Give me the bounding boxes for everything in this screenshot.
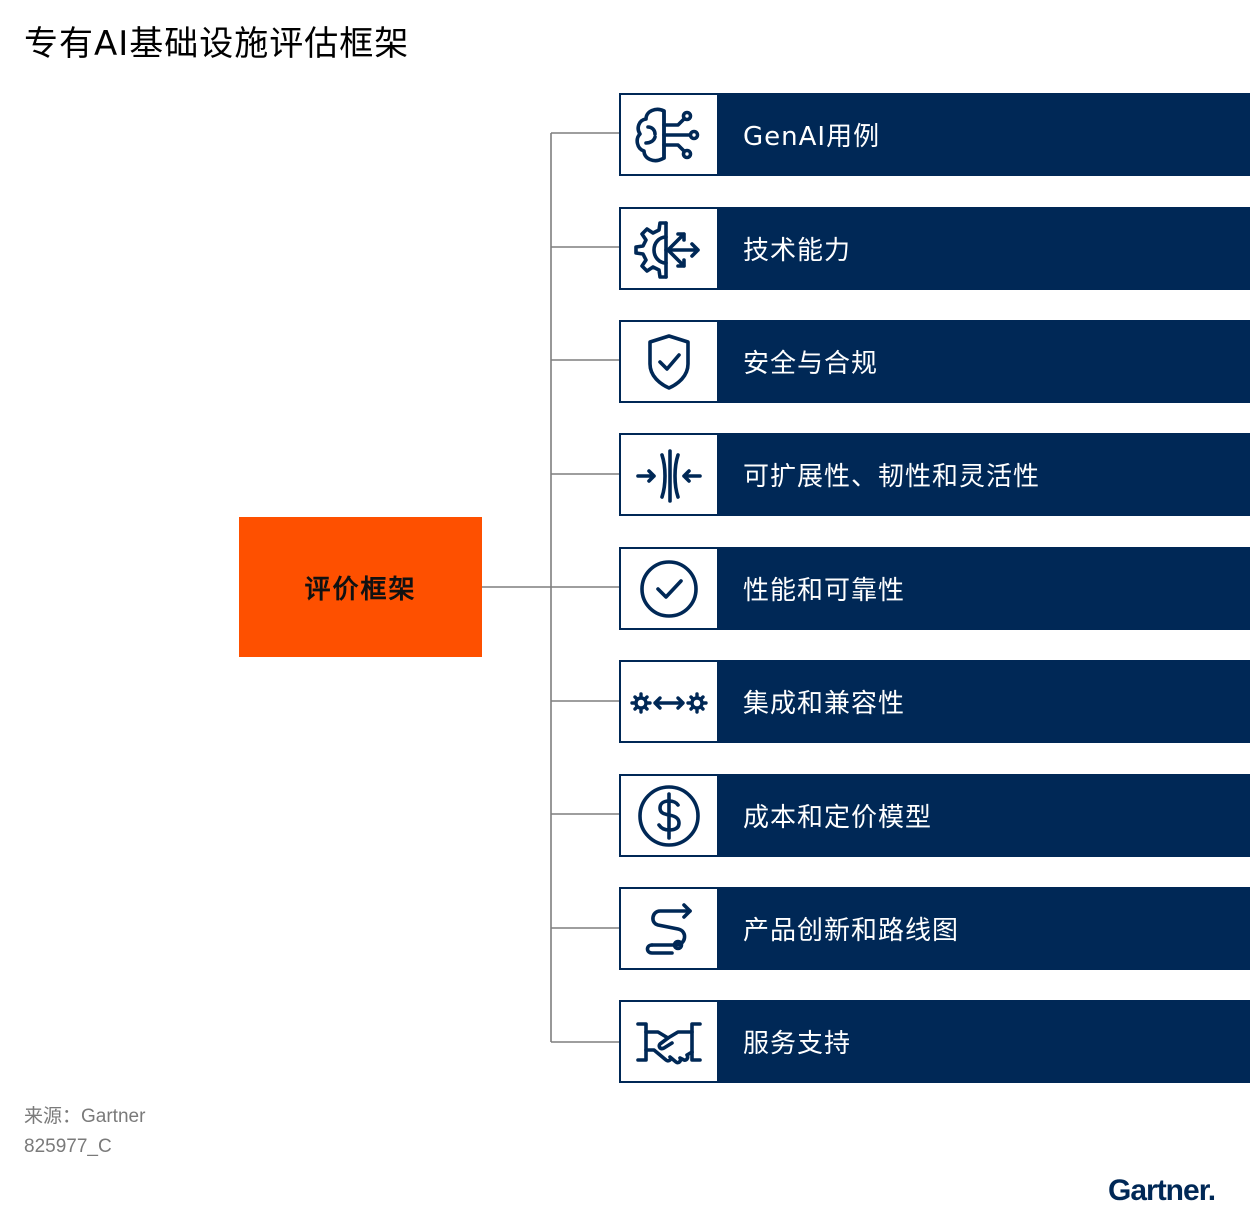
circle-check-icon [619,547,719,630]
item-label: 产品创新和路线图 [719,887,1250,970]
framework-item-security: 安全与合规 [619,320,1250,403]
framework-item-integration: 集成和兼容性 [619,660,1250,743]
gear-arrows-icon [619,207,719,290]
framework-item-genai: GenAI用例 [619,93,1250,176]
framework-item-cost: 成本和定价模型 [619,774,1250,857]
gears-exchange-icon [619,660,719,743]
item-label: 安全与合规 [719,320,1250,403]
framework-item-innovation: 产品创新和路线图 [619,887,1250,970]
compress-arrows-icon [619,433,719,516]
framework-item-performance: 性能和可靠性 [619,547,1250,630]
item-label: GenAI用例 [719,93,1250,176]
item-label: 服务支持 [719,1000,1250,1083]
item-label: 性能和可靠性 [719,547,1250,630]
item-label: 成本和定价模型 [719,774,1250,857]
dollar-coin-icon [619,774,719,857]
handshake-icon [619,1000,719,1083]
framework-item-scalability: 可扩展性、韧性和灵活性 [619,433,1250,516]
framework-item-technical: 技术能力 [619,207,1250,290]
page-title: 专有AI基础设施评估框架 [24,24,410,64]
center-node: 评价框架 [239,517,482,657]
roadmap-path-icon [619,887,719,970]
shield-check-icon [619,320,719,403]
item-label: 技术能力 [719,207,1250,290]
figure-code: 825977_C [24,1136,112,1157]
brain-circuit-icon [619,93,719,176]
framework-item-support: 服务支持 [619,1000,1250,1083]
item-label: 可扩展性、韧性和灵活性 [719,433,1250,516]
item-label: 集成和兼容性 [719,660,1250,743]
source-note: 来源：Gartner [24,1106,146,1127]
gartner-logo: Gartner. [1108,1174,1216,1207]
